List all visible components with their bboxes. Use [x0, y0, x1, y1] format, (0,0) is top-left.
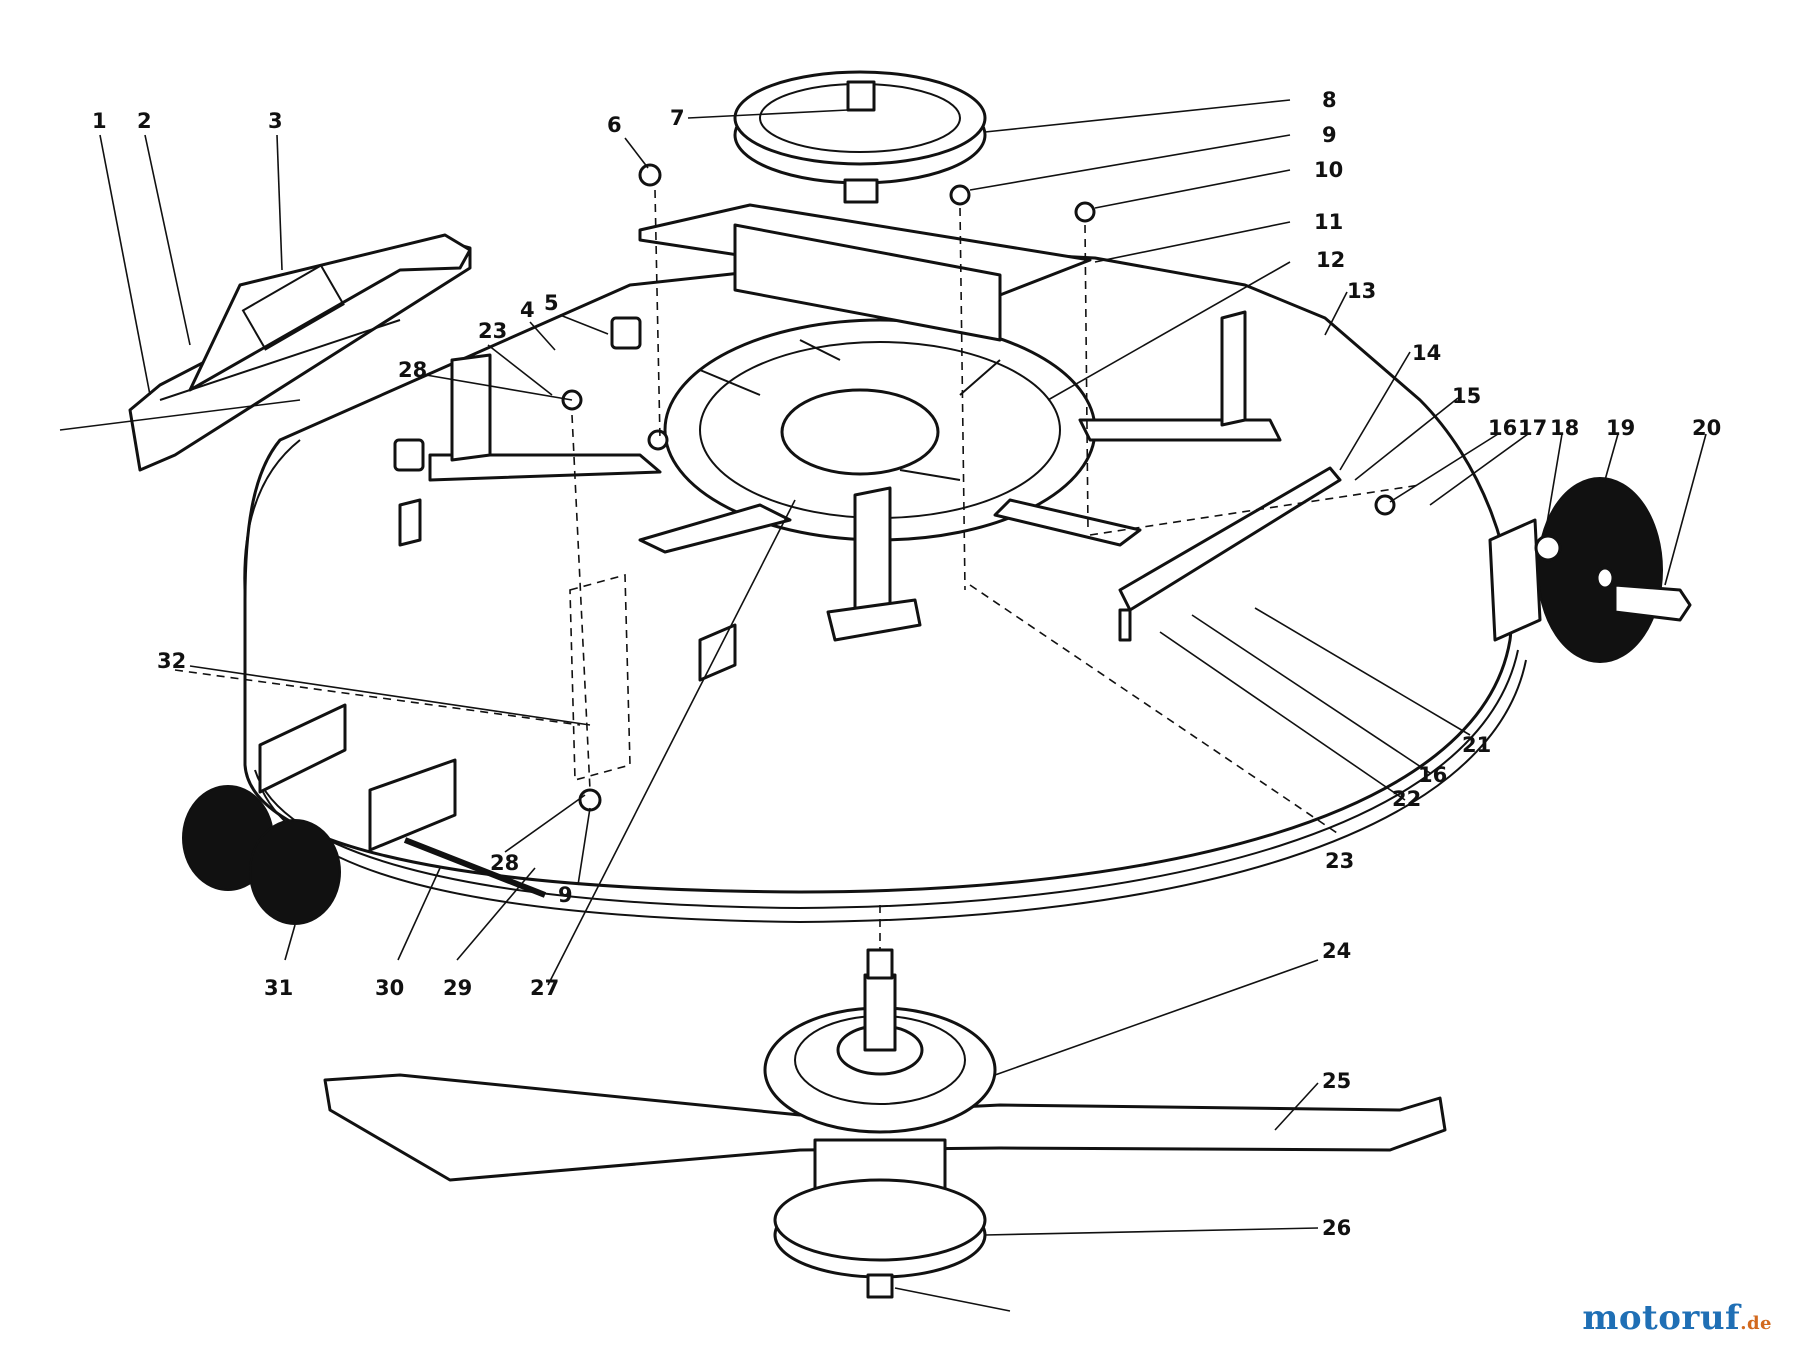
callout-1: 1 — [92, 109, 107, 133]
callout-9: 9 — [1322, 123, 1337, 147]
callout-27: 27 — [530, 976, 559, 1000]
callout-20: 20 — [1692, 416, 1721, 440]
callout-24: 24 — [1322, 939, 1351, 963]
callout-5: 5 — [544, 291, 559, 315]
callout-17: 17 — [1518, 416, 1547, 440]
leader-lines — [99, 99, 1707, 1312]
callout-12: 12 — [1316, 248, 1345, 272]
callout-15: 15 — [1452, 384, 1481, 408]
callout-21: 21 — [1462, 733, 1491, 757]
callout-2: 2 — [137, 109, 152, 133]
pulley-bracket — [638, 203, 1092, 342]
drive-pulley — [733, 70, 987, 204]
callout-8: 8 — [1322, 88, 1337, 112]
callout-6: 6 — [607, 113, 622, 137]
callout-4: 4 — [520, 298, 535, 322]
callout-10: 10 — [1314, 158, 1343, 182]
callout-26: 26 — [1322, 1216, 1351, 1240]
callout-23-bottom: 23 — [1325, 849, 1354, 873]
callout-28-bottom: 28 — [490, 851, 519, 875]
hardware — [393, 163, 1562, 812]
callout-28-top: 28 — [398, 358, 427, 382]
callout-23-top: 23 — [478, 319, 507, 343]
callout-16-bottom: 16 — [1418, 763, 1447, 787]
watermark-logo: motoruf.de — [1582, 1298, 1772, 1338]
spindle-housing — [763, 948, 997, 1299]
callout-31: 31 — [264, 976, 293, 1000]
baffle-plate — [569, 573, 631, 782]
callout-16-top: 16 — [1488, 416, 1517, 440]
callout-14: 14 — [1412, 341, 1441, 365]
assembly-lines — [174, 189, 1421, 950]
front-wheels — [182, 703, 547, 925]
callout-numbers: 1 2 3 4 5 6 7 8 9 10 11 12 13 14 15 16 1… — [92, 88, 1721, 1240]
callout-18: 18 — [1550, 416, 1579, 440]
callout-32: 32 — [157, 649, 186, 673]
callout-13: 13 — [1347, 279, 1376, 303]
callout-29: 29 — [443, 976, 472, 1000]
callout-25: 25 — [1322, 1069, 1351, 1093]
callout-7: 7 — [670, 106, 685, 130]
discharge-chute — [59, 233, 472, 472]
callout-19: 19 — [1606, 416, 1635, 440]
rear-wheel — [1488, 477, 1692, 663]
callout-3: 3 — [268, 109, 283, 133]
callout-11: 11 — [1314, 210, 1343, 234]
callout-9-bottom: 9 — [558, 883, 573, 907]
callout-22: 22 — [1392, 787, 1421, 811]
callout-30: 30 — [375, 976, 404, 1000]
spider-casting — [428, 318, 1282, 554]
